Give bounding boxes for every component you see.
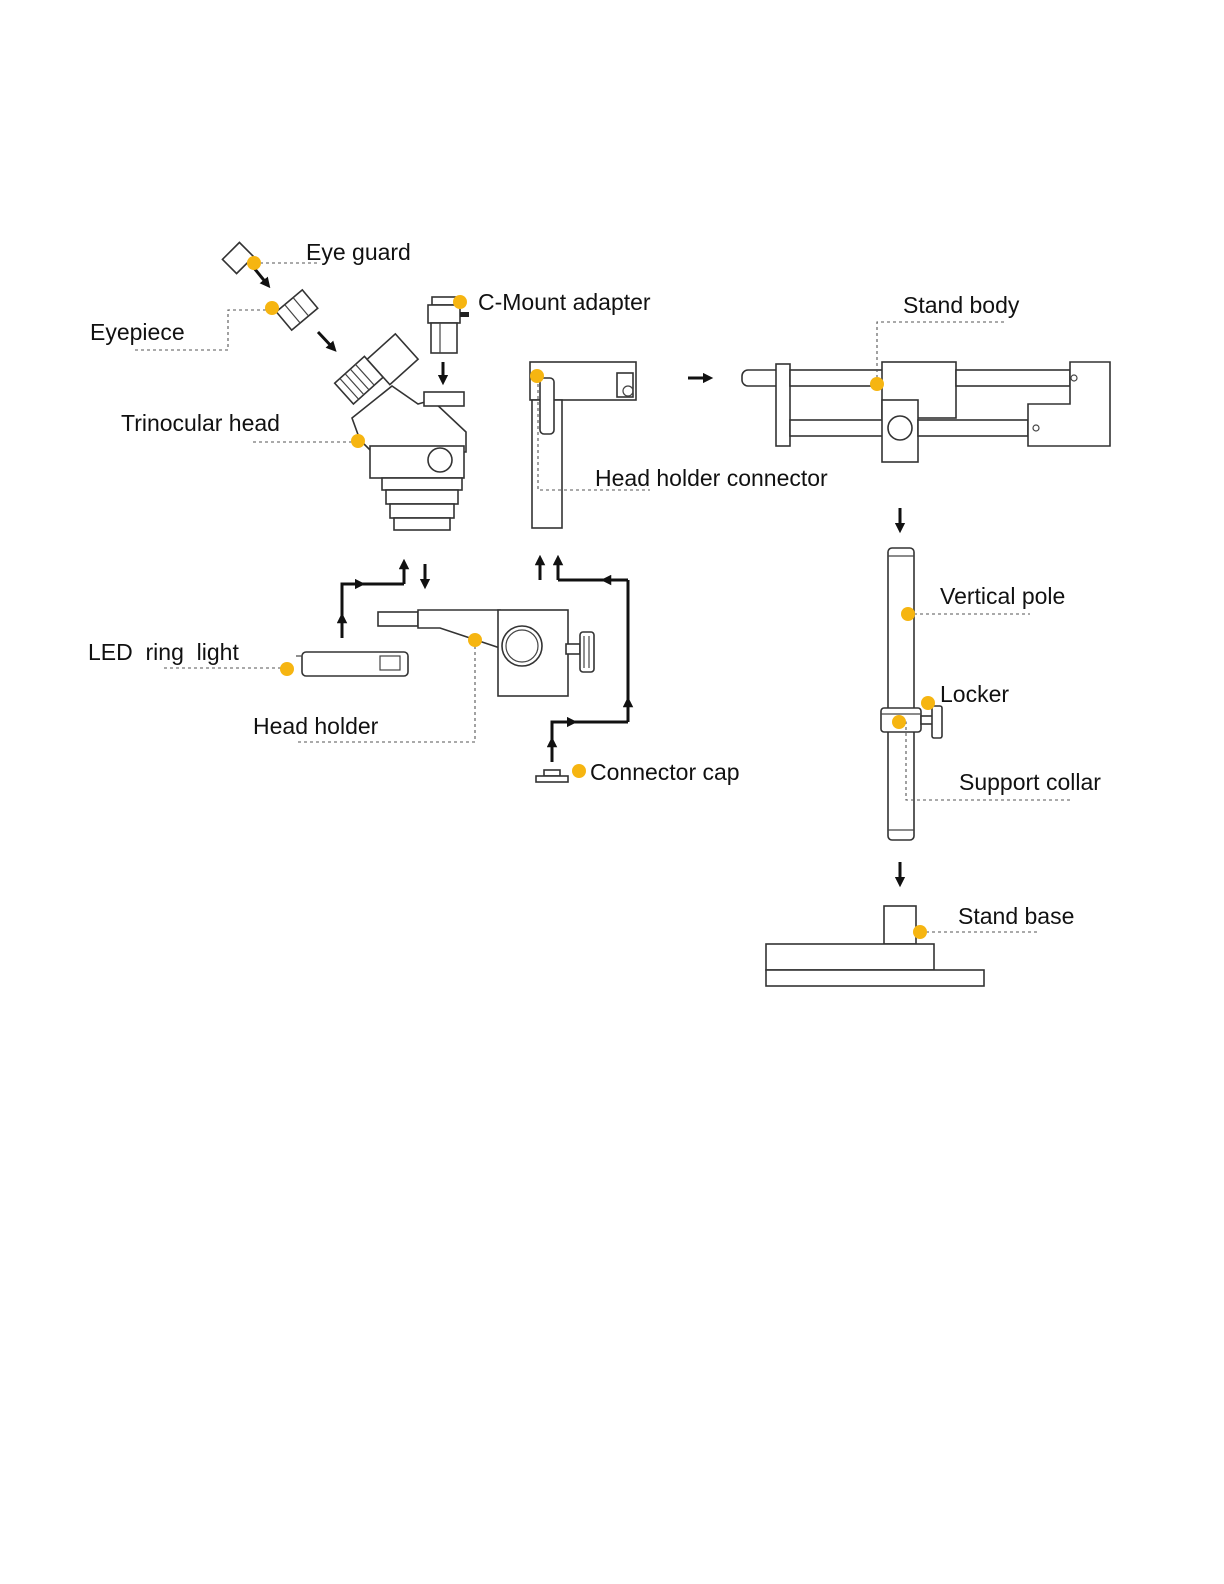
- label-eye-guard: Eye guard: [306, 239, 411, 265]
- connector-cap-part: [536, 770, 568, 782]
- stand-body-part: [742, 362, 1110, 462]
- label-support-collar: Support collar: [959, 769, 1101, 795]
- stand-base-part: [766, 906, 984, 986]
- eyepiece-part: [276, 290, 317, 330]
- vertical-pole-part: [888, 548, 914, 840]
- head-holder-part: [378, 610, 594, 696]
- trinocular-head-part: [335, 331, 466, 530]
- label-connector-cap: Connector cap: [590, 759, 740, 785]
- eye-guard-part: [222, 242, 253, 273]
- label-head-holder: Head holder: [253, 713, 379, 739]
- label-head-holder-connector: Head holder connector: [595, 465, 828, 491]
- callout-markers: [247, 256, 935, 939]
- led-ring-light-part: [296, 652, 408, 676]
- locker-part: [921, 706, 942, 738]
- label-led-ring-light: LED ring light: [88, 639, 239, 665]
- head-holder-connector-part: [530, 362, 636, 528]
- label-locker: Locker: [940, 681, 1009, 707]
- label-stand-base: Stand base: [958, 903, 1074, 929]
- label-eyepiece: Eyepiece: [90, 319, 185, 345]
- assembly-arrow: [254, 268, 267, 284]
- label-trinocular-head: Trinocular head: [121, 410, 280, 436]
- label-vertical-pole: Vertical pole: [940, 583, 1065, 609]
- label-stand-body: Stand body: [903, 292, 1020, 318]
- assembly-arrow: [318, 332, 333, 348]
- label-c-mount-adapter: C-Mount adapter: [478, 289, 651, 315]
